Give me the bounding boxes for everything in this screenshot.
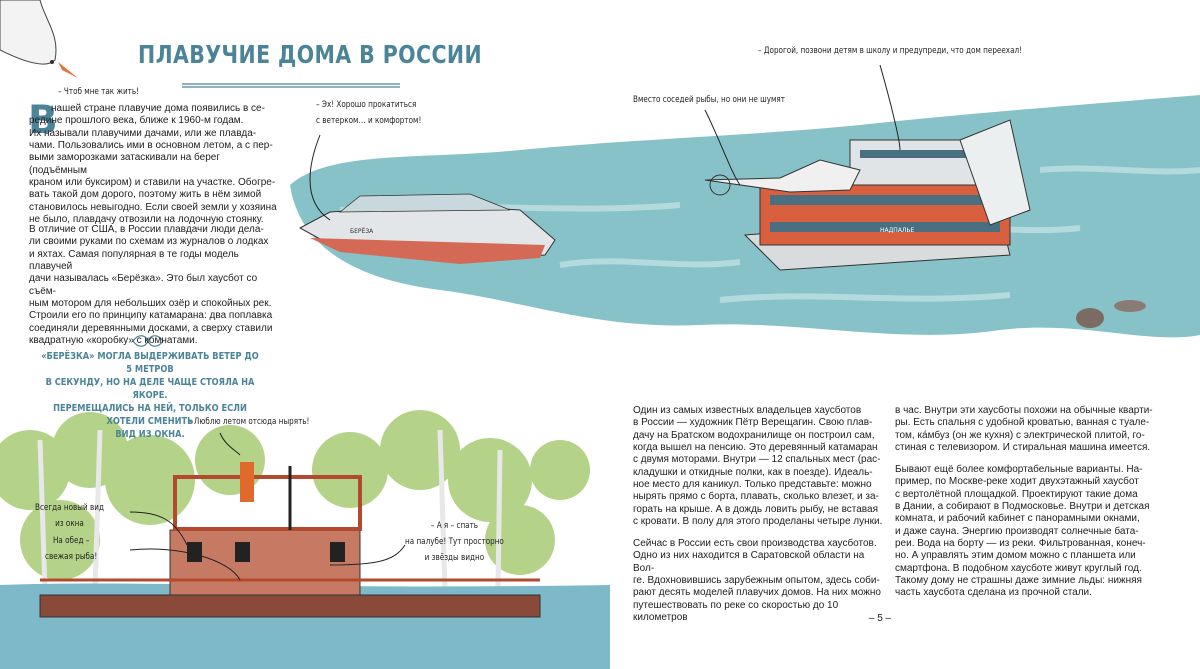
speedboat-illustration: БЕРЁЗА: [298, 193, 556, 264]
page-title: ПЛАВУЧИЕ ДОМА В РОССИИ: [138, 40, 483, 69]
page-number: – 5 –: [868, 613, 892, 624]
column1-paragraph2: Сейчас в России есть свои производства х…: [633, 538, 881, 624]
seagull-speech: – Чтоб мне так жить!: [58, 87, 140, 97]
seagull-illustration: [0, 0, 78, 78]
dive-speech: – Люблю летом отсюда нырять!: [188, 417, 310, 427]
fish-speech: Вместо соседей рыбы, но они не шумят: [633, 95, 785, 105]
houseboat-name: НАДПАЛЬЕ: [880, 227, 915, 234]
infinity-ornament: [132, 335, 164, 347]
column2-paragraph2: Бывают ещё более комфортабельные вариант…: [895, 464, 1150, 599]
column1-paragraph1: Один из самых известных владельцев хаусб…: [633, 405, 883, 528]
intro-paragraph-1-text: нашей стране плавучие дома появились в с…: [29, 103, 277, 226]
wooden-houseboat-illustration: [39, 462, 541, 618]
speedboat-name: БЕРЁЗА: [350, 228, 374, 235]
speedboat-speech: – Эх! Хорошо прокатиться с ветерком… и к…: [316, 100, 422, 126]
intro-paragraph-1: нашей стране плавучие дома появились в с…: [29, 103, 279, 226]
intro-paragraph-2: В отличие от США, в России плавдачи люди…: [29, 224, 273, 347]
helipad-boat-speech: – Дорогой, позвони детям в школу и преду…: [758, 46, 1023, 56]
birch-trees-illustration: [0, 410, 590, 580]
deck-speech: – А я – спать на палубе! Тут просторно и…: [405, 521, 504, 563]
column2-paragraph1: в час. Внутри эти хаусботы похожи на обы…: [895, 405, 1153, 454]
view-speech: Всегда новый вид из окна: [35, 503, 104, 529]
helipad-houseboat-illustration: НАДПАЛЬЕ: [704, 119, 1031, 271]
drop-cap: В: [28, 98, 58, 143]
berezka-caption: «БЕРЁЗКА» МОГЛА ВЫДЕРЖИВАТЬ ВЕТЕР ДО 5 М…: [41, 351, 259, 440]
lunch-speech: На обед – свежая рыба!: [45, 536, 98, 562]
